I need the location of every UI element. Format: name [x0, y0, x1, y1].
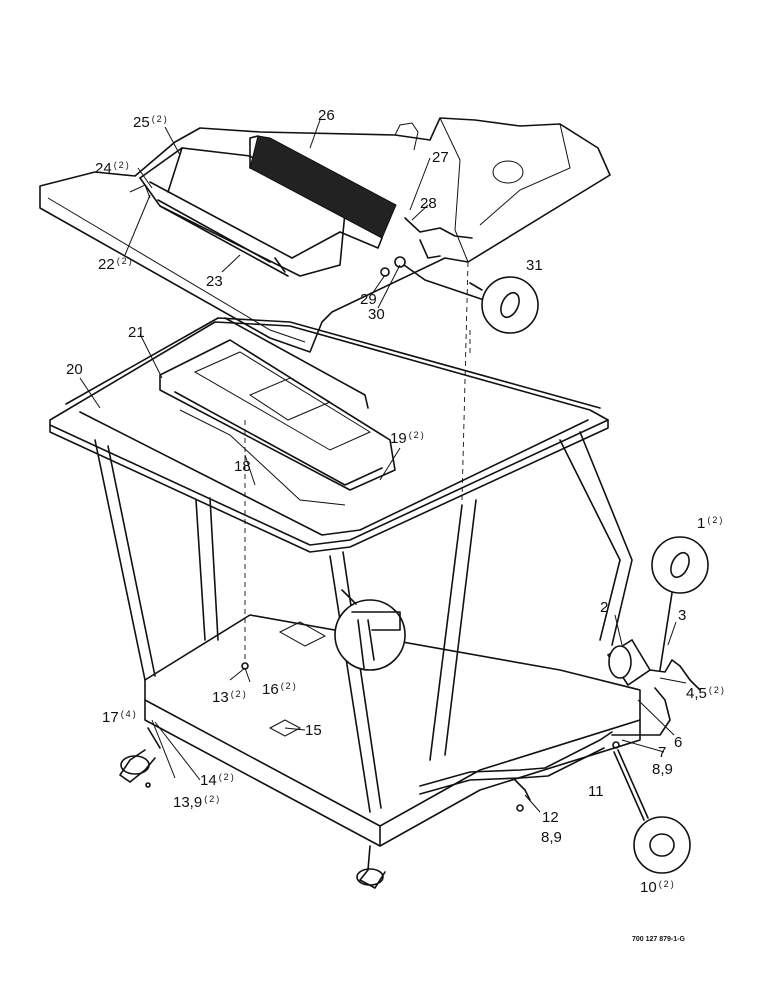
label-21: 21 — [128, 324, 145, 341]
label-2: 2 — [600, 599, 609, 616]
label-12: 12 — [542, 809, 559, 826]
frame-detail-callout — [334, 589, 406, 671]
label-17: 17(4) — [102, 709, 138, 726]
label-3: 3 — [678, 607, 687, 624]
label-22: 22(2) — [98, 256, 134, 273]
cab-posts — [94, 431, 633, 813]
label-25: 25(2) — [133, 114, 169, 131]
o-ring-1 — [651, 536, 709, 671]
label-7: 7 — [658, 744, 667, 761]
filter-canister — [606, 638, 701, 736]
upper-frame — [49, 317, 609, 553]
heater-housing — [138, 147, 346, 277]
hose-fittings — [380, 217, 491, 303]
alignment-lines — [244, 261, 471, 660]
o-ring-10 — [613, 749, 691, 874]
label-16: 16(2) — [262, 681, 298, 698]
label-8-9-bottom: 8,9 — [541, 829, 562, 846]
inner-console — [159, 317, 396, 506]
drawing-code: 700 127 879-1-G — [632, 936, 685, 943]
label-28: 28 — [420, 195, 437, 212]
label-27: 27 — [432, 149, 449, 166]
label-4-5: 4,5(2) — [686, 685, 726, 702]
label-13: 13(2) — [212, 689, 248, 706]
lower-hose — [419, 731, 613, 801]
label-18: 18 — [234, 458, 251, 475]
o-ring-31 — [469, 276, 539, 334]
label-20: 20 — [66, 361, 83, 378]
label-13-9: 13,9(2) — [173, 794, 222, 811]
label-8-9-right: 8,9 — [652, 761, 673, 778]
label-10: 10(2) — [640, 879, 676, 896]
label-14: 14(2) — [200, 772, 236, 789]
label-24: 24(2) — [95, 160, 131, 177]
label-31: 31 — [526, 257, 543, 274]
roof-panel — [39, 117, 611, 353]
label-26: 26 — [318, 107, 335, 124]
label-1: 1(2) — [697, 515, 725, 532]
label-19: 19(2) — [390, 430, 426, 447]
hitch-pins — [119, 662, 620, 889]
leader-lines — [79, 119, 687, 813]
label-11: 11 — [588, 783, 604, 800]
label-15: 15 — [305, 722, 322, 739]
label-30: 30 — [368, 306, 385, 323]
label-6: 6 — [674, 734, 683, 751]
label-23: 23 — [206, 273, 223, 290]
heater-core — [249, 135, 397, 249]
label-29: 29 — [360, 291, 377, 308]
